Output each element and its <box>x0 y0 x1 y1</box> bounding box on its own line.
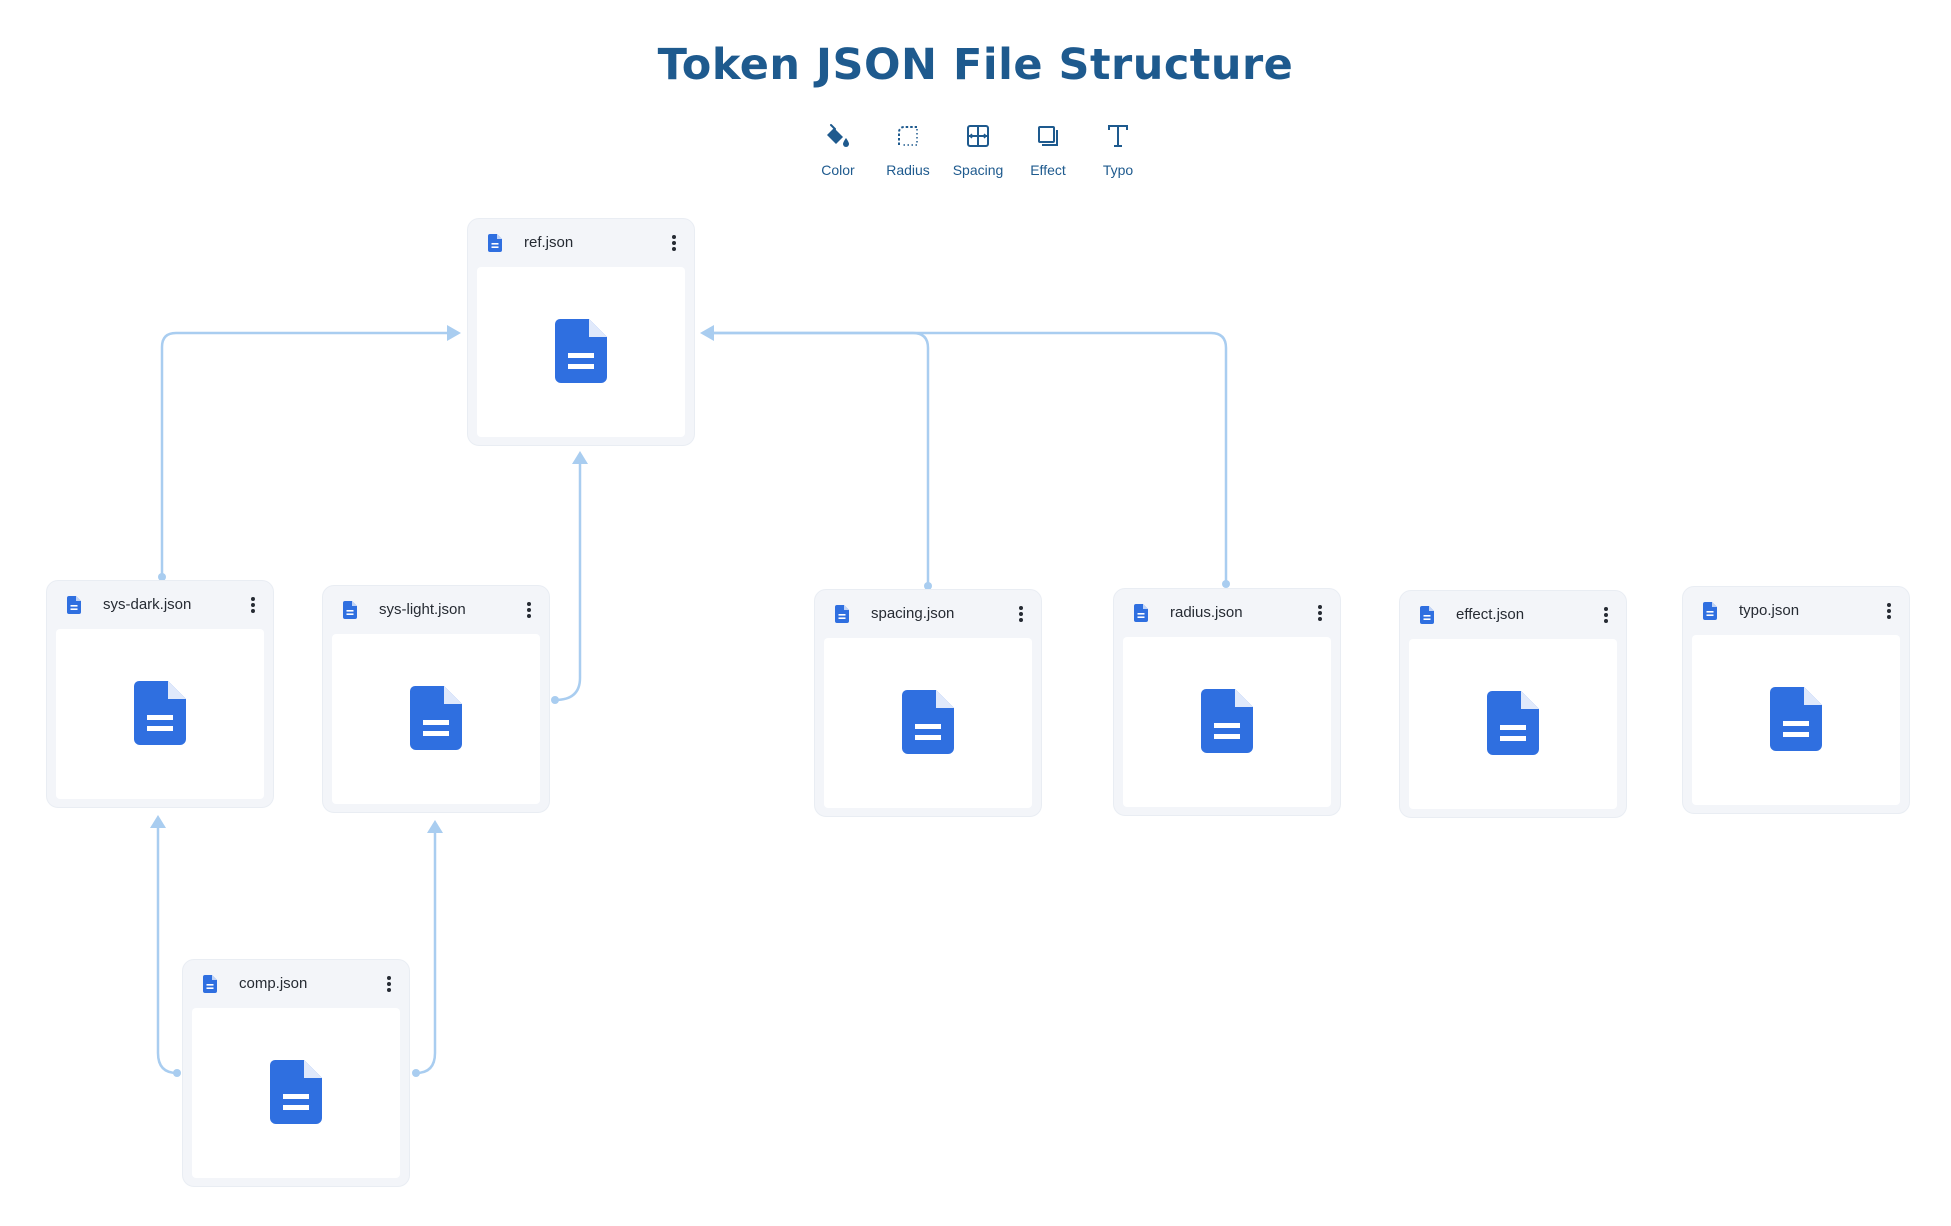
file-preview <box>192 1008 400 1178</box>
document-icon <box>1703 602 1717 620</box>
document-icon <box>1201 689 1253 753</box>
document-icon <box>270 1060 322 1124</box>
file-preview <box>56 629 264 799</box>
file-card-ref[interactable]: ref.json <box>467 218 695 446</box>
more-vertical-icon[interactable] <box>1015 603 1027 625</box>
document-icon <box>1420 606 1434 624</box>
arrowhead <box>150 815 166 828</box>
file-name: spacing.json <box>871 605 955 622</box>
spacing-grid-icon <box>967 125 989 147</box>
legend-item-typo[interactable]: Typo <box>1083 118 1153 178</box>
card-header: ref.json <box>468 219 694 267</box>
document-icon <box>488 234 502 252</box>
file-preview <box>1692 635 1900 805</box>
document-icon <box>1487 691 1539 755</box>
text-t-icon <box>1108 125 1128 147</box>
radius-corner-icon <box>898 126 918 146</box>
file-preview <box>1123 637 1331 807</box>
file-name: sys-dark.json <box>103 596 192 613</box>
legend-item-spacing[interactable]: Spacing <box>943 118 1013 178</box>
file-card-radius[interactable]: radius.json <box>1113 588 1341 816</box>
connector-sys-dark-to-ref <box>160 331 448 578</box>
more-vertical-icon[interactable] <box>247 594 259 616</box>
legend-label: Spacing <box>952 162 1004 178</box>
file-card-effect[interactable]: effect.json <box>1399 590 1627 818</box>
connector-radius-to-ref <box>714 331 1228 584</box>
connector-dot <box>173 1069 181 1077</box>
file-name: comp.json <box>239 975 308 992</box>
connector-comp-to-sys-dark <box>156 827 178 1075</box>
arrowhead <box>427 820 443 833</box>
more-vertical-icon[interactable] <box>523 599 535 621</box>
legend-item-effect[interactable]: Effect <box>1013 118 1083 178</box>
document-icon <box>555 319 607 383</box>
card-header: radius.json <box>1114 589 1340 637</box>
file-preview <box>332 634 540 804</box>
file-name: sys-light.json <box>379 601 466 618</box>
file-card-sys-light[interactable]: sys-light.json <box>322 585 550 813</box>
layers-effect-icon <box>1038 126 1058 146</box>
legend-item-color[interactable]: Color <box>803 118 873 178</box>
legend-label: Typo <box>1102 162 1134 178</box>
card-header: sys-dark.json <box>47 581 273 629</box>
more-vertical-icon[interactable] <box>668 232 680 254</box>
card-header: spacing.json <box>815 590 1041 638</box>
more-vertical-icon[interactable] <box>383 973 395 995</box>
document-icon <box>343 601 357 619</box>
card-header: sys-light.json <box>323 586 549 634</box>
file-preview <box>824 638 1032 808</box>
document-icon <box>835 605 849 623</box>
more-vertical-icon[interactable] <box>1600 604 1612 626</box>
file-card-typo[interactable]: typo.json <box>1682 586 1910 814</box>
connector-dot <box>412 1069 420 1077</box>
file-name: typo.json <box>1739 602 1800 619</box>
more-vertical-icon[interactable] <box>1883 600 1895 622</box>
file-card-spacing[interactable]: spacing.json <box>814 589 1042 817</box>
more-vertical-icon[interactable] <box>1314 602 1326 624</box>
connector-comp-to-sys-light <box>415 833 437 1075</box>
card-header: comp.json <box>183 960 409 1008</box>
token-type-legend: Color Radius Spacing Effect Typo <box>803 118 1153 178</box>
file-card-comp[interactable]: comp.json <box>182 959 410 1187</box>
document-icon <box>410 686 462 750</box>
connector-spacing-to-ref <box>714 331 930 586</box>
file-name: ref.json <box>524 234 574 251</box>
connector-dot <box>551 696 559 704</box>
file-preview <box>1409 639 1617 809</box>
legend-label: Radius <box>886 162 930 178</box>
document-icon <box>67 596 81 614</box>
card-header: typo.json <box>1683 587 1909 635</box>
document-icon <box>134 681 186 745</box>
file-name: effect.json <box>1456 606 1525 623</box>
arrowhead <box>447 325 461 341</box>
file-card-sys-dark[interactable]: sys-dark.json <box>46 580 274 808</box>
card-header: effect.json <box>1400 591 1626 639</box>
file-name: radius.json <box>1170 604 1243 621</box>
diagram-title: Token JSON File Structure <box>657 40 1294 90</box>
legend-label: Color <box>821 162 855 178</box>
connector-sys-light-to-ref <box>554 463 582 702</box>
connector-dot <box>1222 580 1230 588</box>
document-icon <box>203 975 217 993</box>
legend-item-radius[interactable]: Radius <box>873 118 943 178</box>
arrowhead <box>572 451 588 464</box>
document-icon <box>1770 687 1822 751</box>
file-preview <box>477 267 685 437</box>
paint-bucket-icon <box>827 124 849 147</box>
arrowhead <box>700 325 714 341</box>
document-icon <box>902 690 954 754</box>
legend-label: Effect <box>1030 162 1066 178</box>
document-icon <box>1134 604 1148 622</box>
